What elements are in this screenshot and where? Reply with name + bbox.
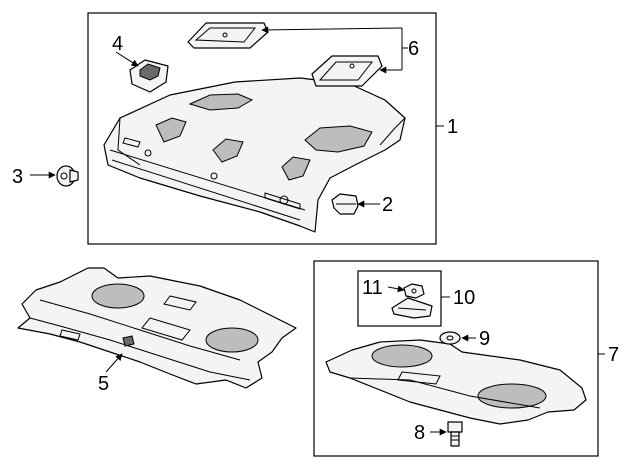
callout-8: 8	[414, 422, 425, 444]
floor-trim-group-frame	[313, 260, 599, 457]
shelf-group-frame	[87, 12, 437, 245]
sub-group-frame	[357, 270, 442, 327]
callout-7: 7	[608, 344, 619, 366]
shelf-clip[interactable]	[331, 193, 359, 215]
callout-9: 9	[479, 328, 490, 350]
leader-lines	[30, 26, 605, 436]
speaker-cover-left[interactable]	[187, 22, 269, 49]
speaker-cover-right[interactable]	[311, 55, 383, 87]
callout-2: 2	[382, 194, 393, 216]
callout-1: 1	[447, 116, 458, 138]
callout-3: 3	[12, 166, 23, 188]
callout-10: 10	[453, 287, 475, 309]
rear-package-shelf[interactable]	[103, 77, 406, 233]
callout-4: 4	[112, 33, 123, 55]
callout-11: 11	[362, 277, 383, 299]
callout-6: 6	[408, 38, 419, 60]
callout-5: 5	[98, 373, 109, 395]
push-retainer[interactable]	[56, 165, 79, 187]
foam-pad[interactable]	[391, 297, 433, 319]
bolt[interactable]	[447, 421, 463, 447]
washer[interactable]	[439, 331, 461, 345]
connector-clip[interactable]	[403, 283, 425, 299]
trunk-floor-panel[interactable]	[17, 267, 297, 389]
trunk-floor-trim[interactable]	[325, 339, 587, 425]
shelf-retainer[interactable]	[129, 59, 169, 93]
